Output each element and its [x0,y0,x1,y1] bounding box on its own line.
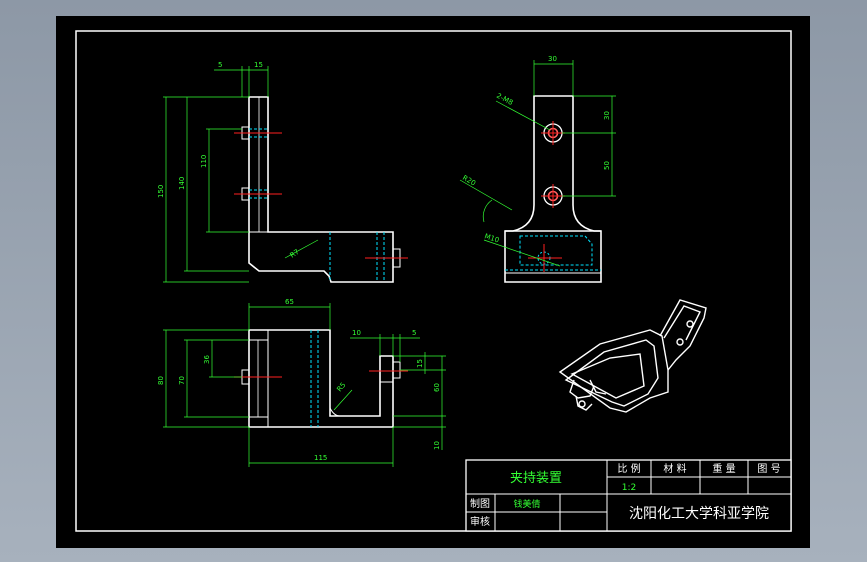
institution-name: 沈阳化工大学科亚学院 [629,506,769,522]
drawing-frame [75,30,792,532]
dim-top-60: 60 [433,383,441,392]
side-view: 30 30 50 2-M8 R20 M10 [459,55,616,283]
drawn-by-name: 钱美倩 [513,498,540,510]
dim-top-80: 80 [157,376,165,385]
dim-top-10: 10 [352,329,361,337]
side-hidden-pocket [519,235,593,266]
isometric-view [558,299,707,413]
checked-by-label: 审核 [470,515,490,528]
dim-top-65: 65 [285,298,294,306]
dim-side-50: 50 [603,161,611,170]
dim-top-15: 15 [416,359,424,368]
dim-front-140: 140 [178,177,186,190]
dim-top-10b: 10 [433,441,441,450]
dim-side-30-right: 30 [603,111,611,120]
dim-top-36: 36 [203,355,211,364]
side-view-outline [504,95,602,283]
dim-top-5: 5 [412,329,416,337]
dim-front-150: 150 [157,185,165,198]
dim-front-top-5: 5 [218,61,222,69]
dim-top-115: 115 [314,454,327,462]
material-header: 材 料 [663,462,686,475]
dim-side-30-top: 30 [548,55,557,63]
title-block: 夹持装置 比 例 材 料 重 量 图 号 1:2 制图 钱美倩 审核 沈阳化工大… [465,459,792,532]
drawn-by-label: 制图 [470,497,490,510]
front-view: 5 15 150 140 110 R7 [157,61,408,283]
dim-front-top-15: 15 [254,61,263,69]
drawing-title: 夹持装置 [510,471,562,486]
weight-header: 重 量 [712,462,735,475]
drawing-no-header: 图 号 [757,463,780,475]
dim-top-70: 70 [178,376,186,385]
top-fillet [329,407,341,417]
front-view-outline [248,96,394,283]
dim-front-r7: R7 [289,248,301,260]
dim-front-110: 110 [200,155,208,168]
top-view: 65 10 5 36 70 80 15 R5 60 10 115 [157,298,446,467]
scale-header: 比 例 [617,462,640,475]
scale-value: 1:2 [622,483,636,493]
